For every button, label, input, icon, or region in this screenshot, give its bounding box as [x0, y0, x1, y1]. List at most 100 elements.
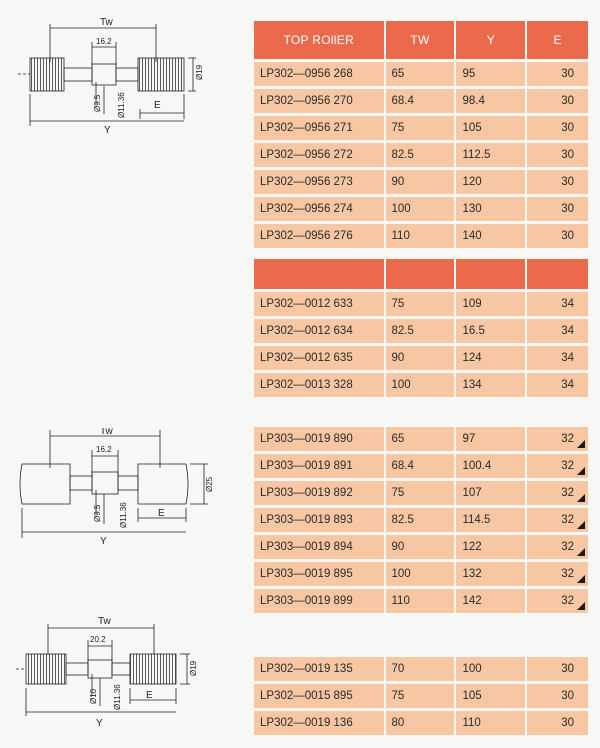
y-value: 16.5 — [456, 319, 526, 343]
part-number: LP302—0956 268 — [254, 62, 384, 86]
header-cell — [254, 259, 384, 289]
tw-label: Tw — [100, 428, 114, 437]
roller-drawing-1: Tw 16.2 Ø19 Ø9.5 Ø11.36 E Y — [0, 14, 245, 134]
y-label: Y — [104, 125, 111, 134]
tw-value: 110 — [385, 589, 455, 613]
y-value: 97 — [456, 427, 526, 451]
header-cell — [527, 259, 588, 289]
e-value: 32 — [561, 433, 574, 445]
e-value: 30 — [527, 62, 588, 86]
tw-value: 90 — [385, 346, 455, 370]
part-number: LP302—0956 274 — [254, 197, 384, 221]
center-width-label: 16.2 — [96, 445, 112, 454]
e-value: 32 — [561, 514, 574, 526]
y-label: Y — [100, 536, 107, 547]
e-value: 32 — [561, 541, 574, 553]
y-value: 112.5 — [456, 143, 526, 167]
y-value: 120 — [456, 170, 526, 194]
small-diameter-label: Ø10 — [89, 688, 98, 704]
y-value: 114.5 — [456, 508, 526, 532]
y-value: 107 — [456, 481, 526, 505]
part-number: LP302—0013 328 — [254, 373, 384, 397]
corner-triangle-icon — [577, 440, 585, 448]
header-e: E — [527, 21, 588, 59]
e-value-cell: 32 — [527, 589, 588, 613]
e-value: 30 — [527, 143, 588, 167]
roller-drawing-3: Tw 20.2 Ø19 Ø10 Ø11.36 E Y — [0, 612, 245, 732]
header-cell — [456, 259, 526, 289]
mid-diameter-label: Ø11.36 — [117, 92, 126, 118]
mid-diameter-label: Ø11.36 — [113, 684, 122, 710]
y-value: 134 — [456, 373, 526, 397]
tw-label: Tw — [100, 17, 114, 28]
roller-drawing-2: Tw 16.2 Ø25 Ø9.5 Ø11.36 E Y — [0, 428, 245, 548]
e-value: 34 — [527, 292, 588, 316]
e-value: 30 — [527, 116, 588, 140]
tw-value: 80 — [385, 711, 455, 735]
e-value-cell: 32 — [527, 535, 588, 559]
corner-triangle-icon — [577, 575, 585, 583]
e-label: E — [146, 690, 153, 701]
y-value: 100 — [456, 657, 526, 681]
e-value: 34 — [527, 319, 588, 343]
end-diameter-label: Ø25 — [205, 476, 214, 492]
y-value: 105 — [456, 116, 526, 140]
header-top-roller: TOP ROllER — [254, 21, 384, 59]
small-diameter-label: Ø9.5 — [93, 504, 102, 522]
tw-value: 82.5 — [385, 319, 455, 343]
table-header-row — [254, 259, 588, 289]
y-value: 100.4 — [456, 454, 526, 478]
part-number: LP302—0012 633 — [254, 292, 384, 316]
roller-drawing-2-svg: Tw 16.2 Ø25 Ø9.5 Ø11.36 E Y — [19, 428, 214, 547]
table-header-row: TOP ROllER TW Y E — [254, 21, 588, 59]
tw-value: 82.5 — [385, 143, 455, 167]
part-number: LP302—0019 135 — [254, 657, 384, 681]
e-label: E — [154, 100, 161, 111]
y-value: 95 — [456, 62, 526, 86]
e-label: E — [158, 508, 165, 519]
part-number: LP303—0019 891 — [254, 454, 384, 478]
part-number: LP303—0019 895 — [254, 562, 384, 586]
mid-diameter-label: Ø11.36 — [119, 502, 128, 528]
e-value: 34 — [527, 346, 588, 370]
e-value: 32 — [561, 568, 574, 580]
part-number: LP302—0956 273 — [254, 170, 384, 194]
part-number: LP303—0019 899 — [254, 589, 384, 613]
y-value: 109 — [456, 292, 526, 316]
tw-value: 100 — [385, 562, 455, 586]
e-value-cell: 32 — [527, 481, 588, 505]
header-y: Y — [456, 21, 526, 59]
tw-label: Tw — [98, 616, 112, 627]
center-width-label: 16.2 — [96, 37, 112, 46]
e-value: 30 — [527, 170, 588, 194]
y-value: 98.4 — [456, 89, 526, 113]
corner-triangle-icon — [577, 494, 585, 502]
tw-value: 100 — [385, 373, 455, 397]
e-value: 30 — [527, 684, 588, 708]
e-value-cell: 32 — [527, 508, 588, 532]
part-number: LP303—0019 892 — [254, 481, 384, 505]
e-value-cell: 32 — [527, 454, 588, 478]
tw-value: 100 — [385, 197, 455, 221]
roller-drawing-1-svg: Tw 16.2 Ø19 Ø9.5 Ø11.36 E Y — [18, 17, 204, 134]
part-number: LP303—0019 893 — [254, 508, 384, 532]
tw-value: 110 — [385, 224, 455, 248]
part-number: LP302—0956 276 — [254, 224, 384, 248]
small-diameter-label: Ø9.5 — [93, 94, 102, 112]
part-number: LP302—0019 136 — [254, 711, 384, 735]
y-value: 132 — [456, 562, 526, 586]
